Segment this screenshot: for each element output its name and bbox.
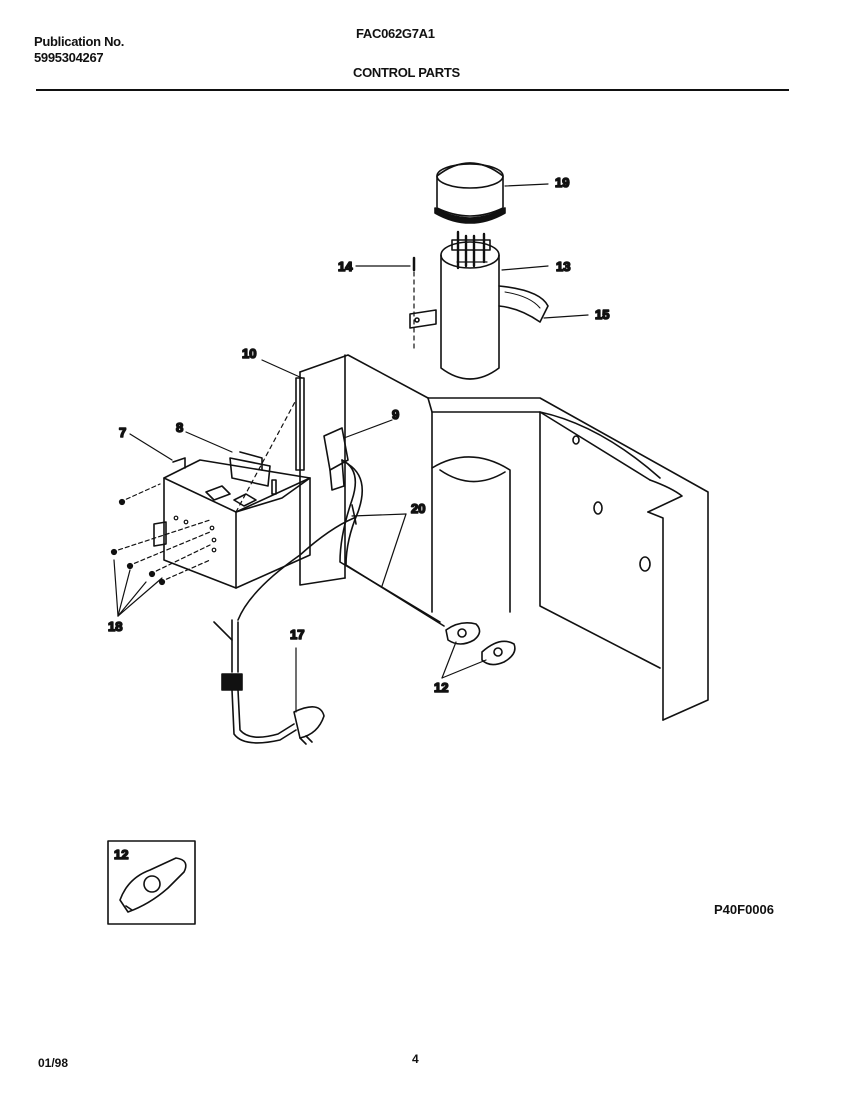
publication-label: Publication No.: [34, 34, 125, 49]
callout-8: 8: [176, 420, 183, 435]
header-rule: [36, 89, 789, 91]
callout-7: 7: [119, 425, 126, 440]
wiring-harness: [339, 459, 445, 627]
callout-12: 12: [434, 680, 448, 695]
model-number: FAC062G7A1: [356, 26, 435, 41]
callout-19: 19: [555, 175, 569, 190]
callout-15: 15: [595, 307, 609, 322]
thermistor-sensor: [445, 622, 516, 666]
callout-leaders: [113, 183, 589, 713]
capacitor-boot: [434, 162, 506, 224]
control-bulkhead: [299, 354, 709, 721]
callout-10: 10: [242, 346, 256, 361]
mounting-screws: [110, 399, 297, 586]
callout-9: 9: [392, 407, 399, 422]
footer-date: 01/98: [38, 1056, 69, 1070]
inset-callout-12: 12: [114, 847, 128, 862]
drawing-code: P40F0006: [714, 902, 774, 917]
publication-number: 5995304267: [34, 50, 104, 65]
callout-18: 18: [108, 619, 122, 634]
page-number: 4: [412, 1052, 419, 1066]
callout-14: 14: [338, 259, 353, 274]
inset-detail: [107, 840, 196, 925]
capacitor-screw: [409, 256, 437, 353]
power-cord: [213, 517, 355, 745]
callout-20: 20: [411, 501, 425, 516]
callout-13: 13: [556, 259, 570, 274]
callout-17: 17: [290, 627, 304, 642]
capacitor: [440, 230, 500, 380]
section-title: CONTROL PARTS: [353, 65, 460, 80]
capacitor-bracket: [498, 285, 549, 323]
